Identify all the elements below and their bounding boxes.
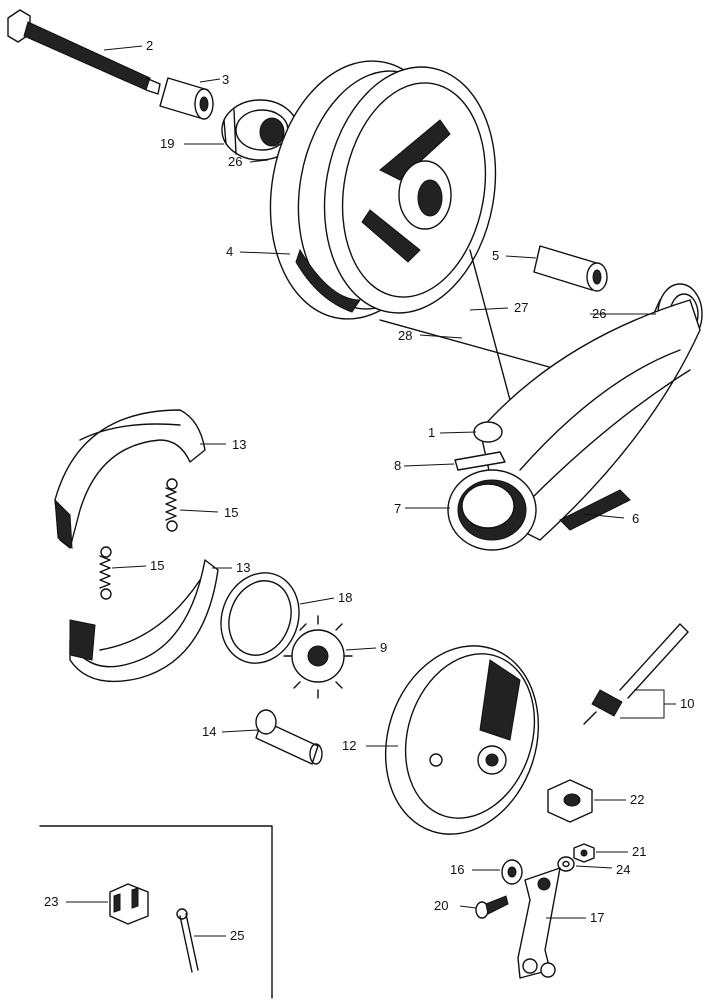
- inset-box: [39, 825, 273, 999]
- nut-small: [573, 843, 595, 863]
- speedometer-gear: [283, 615, 353, 699]
- label-8: 8: [394, 458, 401, 473]
- seal-ring: [220, 572, 300, 664]
- wheel-rim: [479, 299, 701, 541]
- brake-shoe-upper: [54, 409, 206, 550]
- label-22: 22: [630, 792, 644, 807]
- axle-shaft: [7, 9, 161, 95]
- castle-nut: [109, 883, 149, 925]
- cam-arm: [454, 421, 506, 471]
- leader-lines: [66, 45, 676, 937]
- label-13-top: 13: [232, 437, 246, 452]
- label-17: 17: [590, 910, 604, 925]
- brake-panel: [384, 645, 540, 835]
- speedometer-cable: [583, 623, 689, 725]
- label-14: 14: [202, 724, 216, 739]
- label-3: 3: [222, 72, 229, 87]
- label-19: 19: [160, 136, 174, 151]
- label-6: 6: [632, 511, 639, 526]
- label-28: 28: [398, 328, 412, 343]
- washer-small: [557, 856, 575, 872]
- axle-spacer: [159, 77, 214, 120]
- label-27: 27: [514, 300, 528, 315]
- washer-16: [501, 859, 523, 885]
- label-18: 18: [338, 590, 352, 605]
- label-15-bottom: 15: [150, 558, 164, 573]
- label-2: 2: [146, 38, 153, 53]
- label-16: 16: [450, 862, 464, 877]
- label-26-right: 26: [592, 306, 606, 321]
- spokes: [379, 249, 561, 401]
- brake-drum: [447, 469, 537, 551]
- spring-lower: [99, 546, 112, 600]
- label-13-bottom: 13: [236, 560, 250, 575]
- axle-nut: [547, 779, 593, 823]
- label-5: 5: [492, 248, 499, 263]
- spring-upper: [165, 478, 178, 532]
- brake-shoe-lower: [69, 559, 219, 683]
- label-9: 9: [380, 640, 387, 655]
- label-20: 20: [434, 898, 448, 913]
- label-15-top: 15: [224, 505, 238, 520]
- label-21: 21: [632, 844, 646, 859]
- label-7: 7: [394, 501, 401, 516]
- label-12: 12: [342, 738, 356, 753]
- label-26-top: 26: [228, 154, 242, 169]
- label-24: 24: [616, 862, 630, 877]
- bolt: [475, 895, 509, 919]
- cotter-pin: [176, 908, 199, 973]
- label-10: 10: [680, 696, 694, 711]
- label-1: 1: [428, 425, 435, 440]
- top-bearing: [221, 99, 299, 161]
- brake-cam: [255, 709, 323, 765]
- wheel-hub: [269, 60, 497, 320]
- label-4: 4: [226, 244, 233, 259]
- label-25: 25: [230, 928, 244, 943]
- brake-arm: [517, 867, 561, 979]
- label-23: 23: [44, 894, 58, 909]
- hub-spacer: [533, 245, 608, 292]
